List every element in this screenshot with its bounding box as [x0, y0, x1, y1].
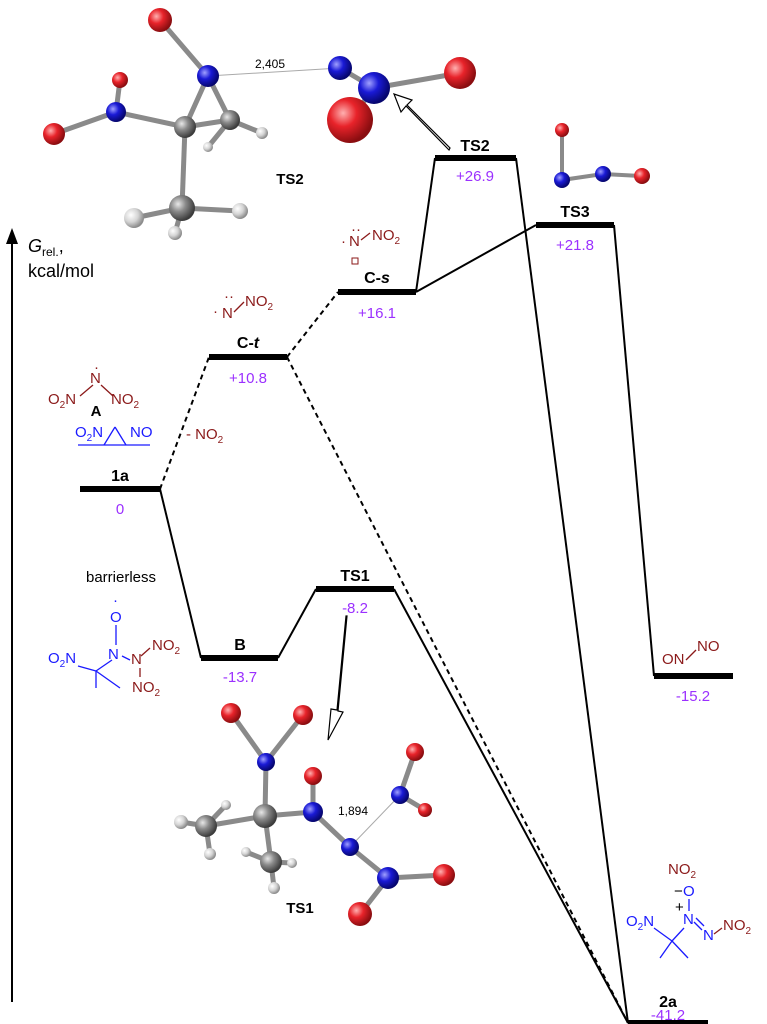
ts1-molecule: 1,894 TS1	[174, 703, 455, 926]
connector-Cs-TS3	[415, 224, 537, 293]
y-axis-unit: kcal/mol	[28, 261, 94, 281]
level-name-Ct: C-t	[237, 335, 260, 352]
connector-TS1-2a	[393, 588, 629, 1024]
species-2a-structure: NO2 − O + N N NO2 O2N	[626, 861, 752, 959]
connector-Ct-2a	[286, 356, 629, 1024]
connector-B-TS1	[277, 588, 317, 659]
level-name-TS2: TS2	[460, 138, 489, 155]
minus-no2-label: - NO2	[186, 426, 224, 446]
ts3-molecule	[554, 123, 650, 188]
level-value-TS3: +21.8	[556, 237, 594, 254]
svg-text:N: N	[349, 233, 360, 250]
connector-TS2-2a	[515, 157, 629, 1024]
svg-text:··: ··	[224, 288, 234, 305]
svg-text:·: ·	[341, 233, 346, 250]
ts1-molecule-label: TS1	[286, 900, 314, 917]
connector-Ct-Cs	[286, 291, 339, 358]
svg-text:O2N: O2N	[626, 913, 654, 933]
arrow-to-ts2	[392, 93, 451, 152]
svg-text:N: N	[683, 911, 694, 928]
level-name-Cs: C-s	[364, 270, 390, 287]
svg-text:NO2: NO2	[723, 917, 752, 937]
connector-1a-Ct	[159, 356, 210, 490]
svg-text:O2N: O2N	[75, 424, 103, 444]
level-value-1a: 0	[116, 501, 124, 518]
svg-text:N: N	[90, 370, 101, 387]
svg-text:N: N	[108, 646, 119, 663]
svg-text:NO2: NO2	[111, 391, 140, 411]
svg-text:NO2: NO2	[668, 861, 697, 881]
y-axis: Grel., kcal/mol	[6, 228, 94, 1002]
level-value-B: -13.7	[223, 669, 257, 686]
svg-text:−: −	[674, 883, 683, 900]
svg-text:·: ·	[94, 359, 99, 376]
level-names: 1a B TS1 C-t C-s TS2 TS3 2a	[111, 138, 677, 1011]
svg-text:O2N: O2N	[48, 391, 76, 411]
level-value-2a: -41.2	[651, 1007, 685, 1024]
arrow-to-ts1	[327, 615, 348, 741]
svg-text:··: ··	[351, 221, 361, 238]
level-name-2a: 2a	[659, 994, 677, 1011]
species-A-label: A	[91, 403, 102, 420]
level-value-ONNO: -15.2	[676, 688, 710, 705]
svg-text:N: N	[222, 305, 233, 322]
level-value-TS1: -8.2	[342, 600, 368, 617]
species-B-structure: O2N N O · N NO2 NO2	[48, 592, 181, 699]
level-name-TS1: TS1	[340, 568, 369, 585]
y-axis-label: Grel.,	[28, 236, 64, 259]
level-value-Cs: +16.1	[358, 305, 396, 322]
species-Cs: N ·· · NO2	[341, 221, 401, 265]
species-1a-structure: O2N NO	[75, 424, 153, 446]
connector-1a-B	[159, 488, 202, 659]
ts2-molecule-label: TS2	[276, 171, 304, 188]
svg-text:O2N: O2N	[48, 650, 76, 670]
svg-text:NO: NO	[697, 638, 720, 655]
svg-text:N: N	[703, 927, 714, 944]
ts2-molecule: 2,405 TS2	[43, 8, 476, 240]
svg-text:·: ·	[113, 592, 118, 609]
svg-text:NO2: NO2	[245, 293, 274, 313]
solid-connectors	[159, 157, 655, 1024]
level-value-Ct: +10.8	[229, 370, 267, 387]
ts2-distance: 2,405	[255, 57, 285, 71]
levels	[80, 155, 733, 1024]
svg-text:+: +	[675, 899, 684, 916]
level-name-TS3: TS3	[560, 204, 589, 221]
level-values: 0 -13.7 -8.2 +10.8 +16.1 +26.9 +21.8 -15…	[116, 168, 710, 1024]
barrierless-label: barrierless	[86, 569, 156, 586]
connector-TS3-ONNO	[613, 224, 655, 677]
svg-text:NO2: NO2	[372, 227, 401, 247]
connector-Cs-TS2	[415, 157, 436, 293]
svg-text:NO2: NO2	[132, 679, 161, 699]
dashed-connectors	[159, 291, 629, 1024]
level-value-TS2: +26.9	[456, 168, 494, 185]
svg-text:N: N	[131, 651, 142, 668]
ts1-distance: 1,894	[338, 804, 368, 818]
svg-text:NO2: NO2	[152, 637, 181, 657]
level-name-B: B	[234, 637, 246, 654]
svg-text:NO: NO	[130, 424, 153, 441]
svg-text:ON: ON	[662, 651, 685, 668]
svg-text:O: O	[110, 609, 122, 626]
species-ONNO: ON NO	[662, 638, 720, 668]
svg-text:·: ·	[213, 303, 218, 320]
level-name-1a: 1a	[111, 468, 129, 485]
species-A: O2N N · NO2 A	[48, 359, 140, 420]
species-Ct: · N ·· NO2	[213, 288, 274, 322]
svg-text:O: O	[683, 883, 695, 900]
